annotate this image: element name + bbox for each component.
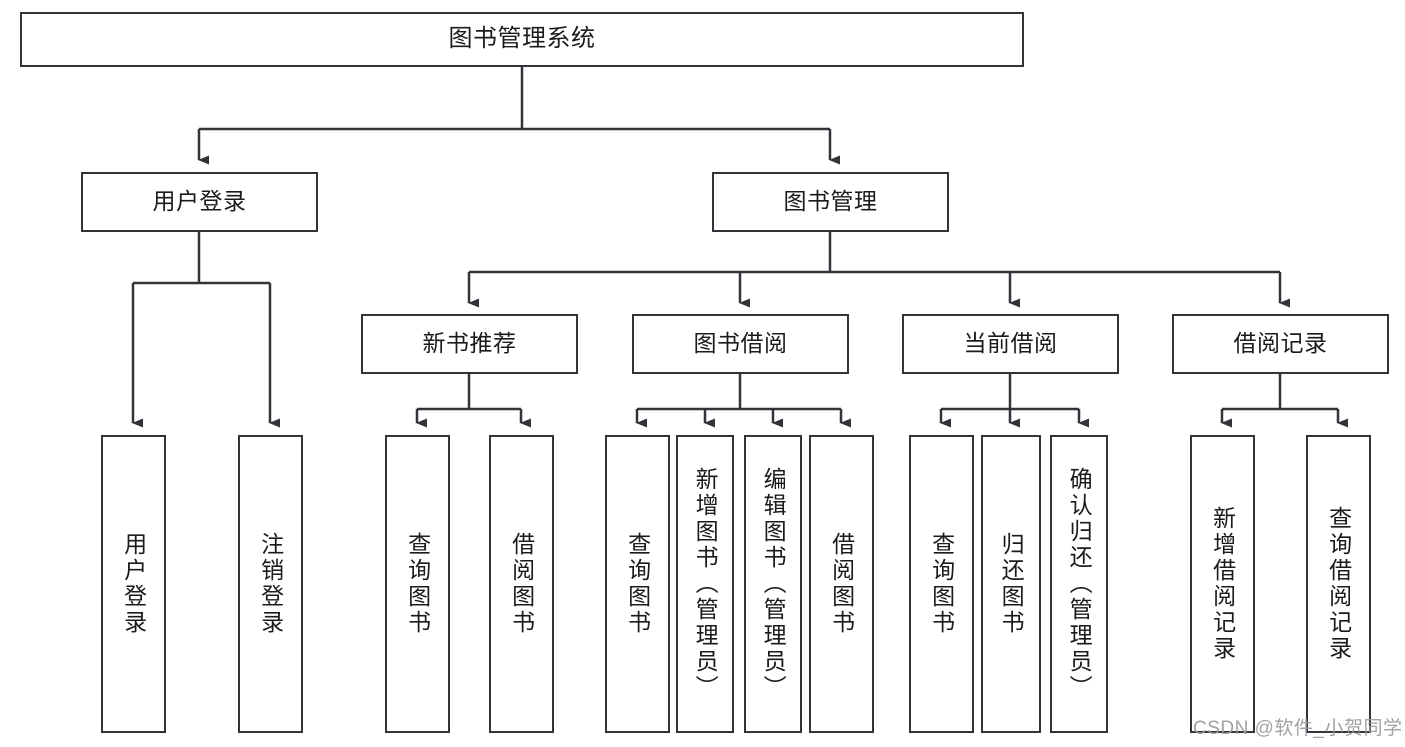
node-label: 编辑图书（管理员） xyxy=(760,467,787,701)
csdn-watermark: CSDN @软件_小贺同学 xyxy=(1193,718,1403,739)
node-borrow-record[interactable]: 借阅记录 xyxy=(1172,314,1389,374)
node-label: 借阅图书 xyxy=(828,532,855,636)
node-label: 图书管理 xyxy=(783,188,878,215)
leaf-query-book-current[interactable]: 查询图书 xyxy=(909,435,974,733)
node-root-book-management-system[interactable]: 图书管理系统 xyxy=(20,12,1024,67)
node-book-management[interactable]: 图书管理 xyxy=(712,172,949,232)
leaf-query-book-borrow[interactable]: 查询图书 xyxy=(605,435,670,733)
node-current-borrow[interactable]: 当前借阅 xyxy=(902,314,1119,374)
node-label: 查询借阅记录 xyxy=(1325,506,1352,662)
leaf-lend-book[interactable]: 借阅图书 xyxy=(809,435,874,733)
node-label: 借阅图书 xyxy=(508,532,535,636)
node-label: 查询图书 xyxy=(928,532,955,636)
leaf-borrow-book-recommend[interactable]: 借阅图书 xyxy=(489,435,554,733)
node-label: 确认归还（管理员） xyxy=(1066,467,1093,701)
node-label: 新增借阅记录 xyxy=(1209,506,1236,662)
node-label: 图书管理系统 xyxy=(448,25,596,53)
node-label: 查询图书 xyxy=(404,532,431,636)
node-new-book-recommend[interactable]: 新书推荐 xyxy=(361,314,578,374)
node-label: 查询图书 xyxy=(624,532,651,636)
node-label: 用户登录 xyxy=(120,532,147,636)
node-label: 新增图书（管理员） xyxy=(692,467,719,701)
node-label: 归还图书 xyxy=(998,532,1025,636)
leaf-user-login[interactable]: 用户登录 xyxy=(101,435,166,733)
leaf-confirm-return-admin[interactable]: 确认归还（管理员） xyxy=(1050,435,1108,733)
node-label: 注销登录 xyxy=(257,532,284,636)
node-user-login[interactable]: 用户登录 xyxy=(81,172,318,232)
leaf-add-borrow-record[interactable]: 新增借阅记录 xyxy=(1190,435,1255,733)
leaf-logout[interactable]: 注销登录 xyxy=(238,435,303,733)
leaf-query-book-recommend[interactable]: 查询图书 xyxy=(385,435,450,733)
leaf-query-borrow-record[interactable]: 查询借阅记录 xyxy=(1306,435,1371,733)
node-label: 新书推荐 xyxy=(422,330,517,357)
node-label: 当前借阅 xyxy=(963,330,1058,357)
node-label: 借阅记录 xyxy=(1233,330,1328,357)
leaf-edit-book-admin[interactable]: 编辑图书（管理员） xyxy=(744,435,802,733)
node-label: 用户登录 xyxy=(152,188,247,215)
node-book-borrow[interactable]: 图书借阅 xyxy=(632,314,849,374)
leaf-return-book[interactable]: 归还图书 xyxy=(981,435,1041,733)
leaf-add-book-admin[interactable]: 新增图书（管理员） xyxy=(676,435,734,733)
node-label: 图书借阅 xyxy=(693,330,788,357)
